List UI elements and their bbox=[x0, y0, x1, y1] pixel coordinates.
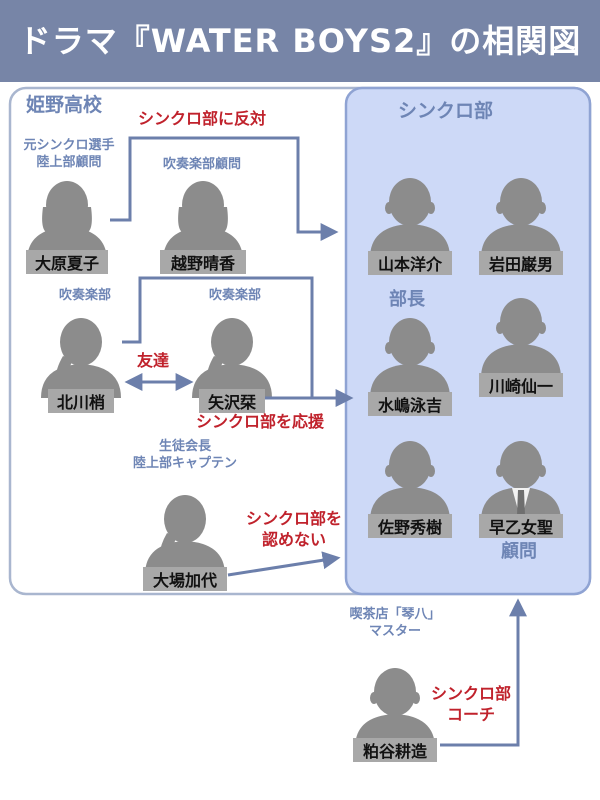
koshino-name: 越野晴香 bbox=[160, 250, 246, 274]
saotome-silhouette bbox=[481, 441, 561, 521]
kawasaki-silhouette bbox=[481, 298, 561, 378]
saotome-name: 早乙女聖 bbox=[479, 514, 563, 538]
oba-role-line-1: 生徒会長 bbox=[158, 439, 211, 454]
oba-role: 生徒会長 陸上部キャプテン bbox=[110, 438, 260, 472]
captain-badge: 部長 bbox=[389, 289, 425, 310]
coach-relation-label: シンクロ部 コーチ bbox=[428, 683, 514, 725]
ohara-role-line-1: 元シンクロ選手 bbox=[23, 138, 115, 153]
sano-silhouette bbox=[370, 441, 450, 521]
title-banner bbox=[0, 0, 600, 82]
not-approve-relation-label: シンクロ部を 認めない bbox=[234, 508, 354, 550]
sano-name: 佐野秀樹 bbox=[368, 514, 452, 538]
mizushima-name: 水嶋泳吉 bbox=[368, 392, 452, 416]
ohara-role: 元シンクロ選手 陸上部顧問 bbox=[8, 137, 130, 171]
iwata-name: 岩田巌男 bbox=[479, 251, 563, 275]
oppose-relation-label: シンクロ部に反対 bbox=[138, 109, 267, 128]
advisor-badge: 顧問 bbox=[501, 541, 537, 562]
yazawa-role: 吹奏楽部 bbox=[208, 288, 261, 303]
kashiwaya-name: 粕谷耕造 bbox=[353, 738, 437, 762]
oba-silhouette bbox=[145, 495, 225, 575]
oppose-connector bbox=[110, 136, 339, 241]
kashiwaya-silhouette bbox=[355, 668, 435, 748]
kashiwaya-role: 喫茶店「琴八」 マスター bbox=[330, 606, 460, 640]
page-title: ドラマ『WATER BOYS2』の相関図 bbox=[18, 22, 582, 60]
support-relation-label: シンクロ部を応援 bbox=[196, 412, 325, 431]
coach-line-1: シンクロ部 bbox=[430, 684, 511, 703]
not-approve-connector bbox=[227, 551, 341, 577]
yamamoto-name: 山本洋介 bbox=[368, 251, 452, 275]
not-approve-line-2: 認めない bbox=[261, 530, 326, 549]
iwata-silhouette bbox=[481, 178, 561, 258]
kashiwaya-role-line-1: 喫茶店「琴八」 bbox=[349, 607, 441, 622]
mizushima-silhouette bbox=[370, 318, 450, 398]
coach-connector bbox=[440, 598, 527, 747]
support-connector bbox=[122, 276, 354, 407]
not-approve-line-1: シンクロ部を bbox=[245, 509, 342, 528]
coach-line-2: コーチ bbox=[446, 705, 495, 724]
yazawa-name: 矢沢栞 bbox=[199, 389, 265, 413]
kawasaki-name: 川崎仙一 bbox=[479, 373, 563, 397]
friends-relation-label: 友達 bbox=[137, 351, 170, 370]
school-group-label: 姫野高校 bbox=[26, 94, 103, 116]
koshino-role: 吹奏楽部顧問 bbox=[162, 157, 241, 172]
ohara-name: 大原夏子 bbox=[26, 250, 108, 274]
oba-name: 大場加代 bbox=[143, 567, 227, 591]
yamamoto-silhouette bbox=[370, 178, 450, 258]
synchro-club-group-label: シンクロ部 bbox=[398, 100, 494, 122]
kitagawa-role: 吹奏楽部 bbox=[58, 288, 111, 303]
ohara-role-line-2: 陸上部顧問 bbox=[36, 155, 102, 170]
oba-role-line-2: 陸上部キャプテン bbox=[132, 456, 237, 471]
kitagawa-name: 北川梢 bbox=[48, 389, 114, 413]
kashiwaya-role-line-2: マスター bbox=[368, 624, 421, 639]
